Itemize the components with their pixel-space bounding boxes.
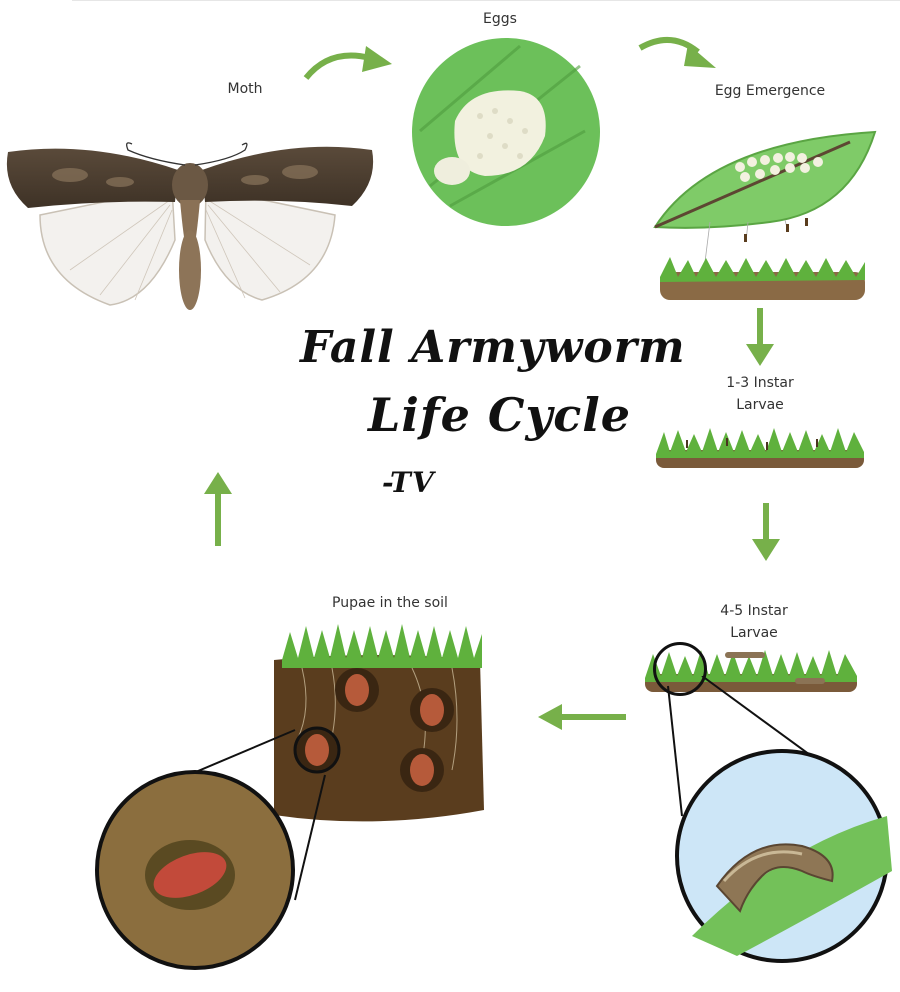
label-larvae-late: 4-5 Instar Larvae [694, 600, 814, 644]
label-eggs: Eggs [483, 11, 517, 27]
larvae-zoom-callout [662, 676, 900, 966]
arrow-eggs-to-emergence [636, 30, 726, 74]
label-larvae-early-line1: 1-3 Instar [726, 375, 794, 391]
larvae-late-illustration [645, 640, 857, 696]
pupae-zoom-callout [95, 725, 345, 975]
egg-emergence-illustration [650, 122, 880, 307]
arrow-larvae-to-pupae [538, 702, 628, 732]
label-pupae: Pupae in the soil [332, 595, 448, 611]
title-line1: Fall Armyworm [300, 322, 686, 373]
title-line2: Life Cycle [368, 388, 631, 442]
eggs-illustration [410, 36, 602, 228]
label-moth: Moth [227, 81, 263, 97]
label-larvae-late-line2: Larvae [730, 625, 778, 641]
pupae-illustration [262, 620, 490, 830]
arrow-moth-to-eggs [300, 40, 400, 84]
larvae-early-illustration [656, 422, 864, 472]
arrow-early-to-late-larvae [750, 503, 782, 563]
zoom-indicator-larvae [653, 642, 707, 696]
label-larvae-early: 1-3 Instar Larvae [700, 372, 820, 416]
arrow-emergence-to-early-larvae [744, 308, 776, 368]
top-divider [72, 0, 900, 1]
arrow-pupae-to-moth [202, 470, 234, 546]
label-larvae-late-line1: 4-5 Instar [720, 603, 788, 619]
label-larvae-early-line2: Larvae [736, 397, 784, 413]
label-egg-emergence: Egg Emergence [714, 83, 826, 99]
title-author: -TV [382, 466, 435, 499]
moth-illustration [0, 130, 380, 330]
